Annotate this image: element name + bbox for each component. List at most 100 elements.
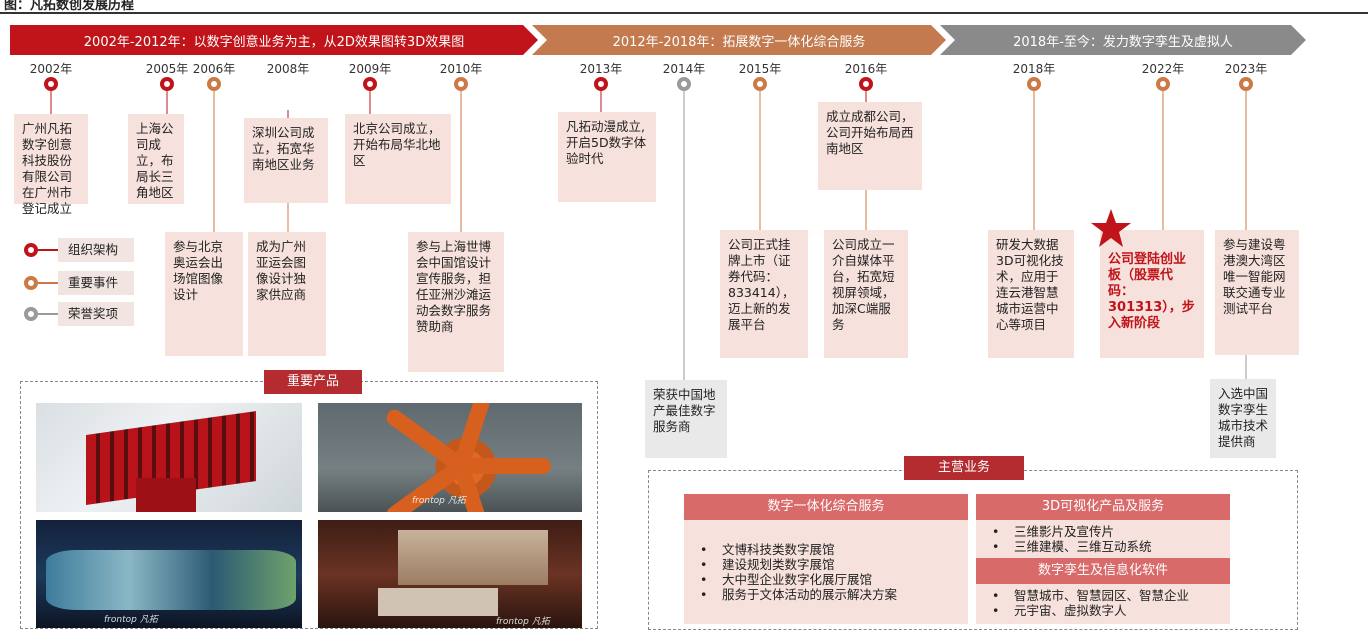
list-item: 建设规划类数字展馆 [694,557,958,572]
connector-line [460,90,462,232]
page-heading: 图：凡拓数创发展历程 [4,0,135,13]
award-marker-icon [24,307,38,321]
year-label-2014: 2014年 [662,62,706,76]
legend-label: 组织架构 [58,238,134,262]
year-label-2013: 2013年 [579,62,623,76]
legend-label: 重要事件 [58,271,134,295]
product-image-screen: frontop 凡拓 [36,520,302,628]
list-item: 文博科技类数字展馆 [694,542,958,557]
screen-shape [46,550,296,610]
event-card-2010: 参与上海世博会中国馆设计宣传服务，担任亚洲沙滩运动会数字服务赞助商 [408,232,504,372]
business-title: 主营业务 [904,456,1024,480]
connector-line [1162,90,1164,230]
legend-label: 荣誉奖项 [58,302,134,326]
legend-item-org: 组织架构 [24,238,134,262]
phase-banner-2: 2012年-2018年：拓展数字一体化综合服务 [532,25,946,55]
year-label-2010: 2010年 [439,62,483,76]
hall-table [378,588,498,616]
event-card-2008-guangzhou: 成为广州亚运会图像设计独家供应商 [248,232,326,356]
event-card-2016-chengdu: 成立成都公司，公司开始布局西南地区 [818,102,922,190]
watermark: frontop 凡拓 [412,496,466,506]
event-marker-icon [454,77,468,91]
product-image-airport: frontop 凡拓 [318,403,582,512]
connector-line [369,90,371,114]
year-label-2015: 2015年 [738,62,782,76]
year-label-2018: 2018年 [1012,62,1056,76]
event-card-2023-gba: 参与建设粤港澳大湾区唯一智能网联交通专业测试平台 [1215,230,1299,355]
event-card-2013: 凡拓动漫成立,开启5D数字体验时代 [558,112,656,202]
event-card-2008-shenzhen: 深圳公司成立，拓宽华南地区业务 [244,118,328,203]
event-marker-icon [207,77,221,91]
event-marker-icon [1027,77,1041,91]
year-label-2008: 2008年 [266,62,310,76]
watermark: frontop 凡拓 [496,617,550,627]
connector-line [287,110,289,118]
event-card-2005: 上海公司成立，布局长三角地区 [128,114,184,204]
phase-banner-3: 2018年-至今：发力数字孪生及虚拟人 [940,25,1306,55]
event-card-2022: 公司登陆创业板（股票代码：301313），步入新阶段 [1100,230,1204,358]
watermark: frontop 凡拓 [104,615,158,625]
award-marker-icon [677,77,691,91]
list-item: 智慧城市、智慧园区、智慧企业 [986,588,1220,603]
airport-arm [461,458,551,474]
event-marker-icon [24,276,38,290]
list-item: 三维建模、三维互动系统 [986,539,1220,554]
connector-line [50,90,52,114]
connector-line [759,90,761,230]
event-card-2023-twin: 入选中国数字孪生城市技术提供商 [1210,379,1276,458]
star-icon [1091,209,1131,247]
year-label-2009: 2009年 [348,62,392,76]
org-marker-icon [44,77,58,91]
year-label-2006: 2006年 [192,62,236,76]
event-marker-icon [753,77,767,91]
pavilion-base [136,478,196,512]
event-marker-icon [1239,77,1253,91]
connector-line [865,190,867,230]
biz-twin-list: 智慧城市、智慧园区、智慧企业 元宇宙、虚拟数字人 [976,584,1230,624]
legend-line [38,249,60,251]
connector-line [865,90,867,102]
org-marker-icon [24,243,38,257]
connector-line [166,90,168,114]
biz-twin-title: 数字孪生及信息化软件 [976,558,1230,584]
connector-line [1245,355,1247,379]
year-label-2002: 2002年 [29,62,73,76]
event-card-2006: 参与北京奥运会出场馆图像设计 [165,232,243,356]
product-image-hall: frontop 凡拓 [318,520,582,628]
event-marker-icon [1156,77,1170,91]
year-label-2023: 2023年 [1224,62,1268,76]
connector-line [1033,90,1035,230]
biz-integrated-list: 文博科技类数字展馆 建设规划类数字展馆 大中型企业数字化展厅展馆 服务于文体活动… [684,520,968,624]
biz-integrated-title: 数字一体化综合服务 [684,494,968,520]
products-title: 重要产品 [264,370,362,394]
biz-viz-title: 3D可视化产品及服务 [976,494,1230,520]
event-card-2016-media: 公司成立一介自媒体平台，拓宽短视屏领域，加深C端服务 [824,230,908,358]
year-label-2005: 2005年 [145,62,189,76]
year-label-2016: 2016年 [844,62,888,76]
legend-line [38,313,60,315]
org-marker-icon [859,77,873,91]
product-image-pavilion [36,403,302,512]
connector-line [1245,90,1247,230]
list-item: 元宇宙、虚拟数字人 [986,603,1220,618]
year-label-2022: 2022年 [1141,62,1185,76]
phase-banner-1: 2002年-2012年：以数字创意业务为主，从2D效果图转3D效果图 [10,25,538,55]
connector-line [287,203,289,235]
connector-line [600,90,602,112]
org-marker-icon [363,77,377,91]
legend-item-event: 重要事件 [24,271,134,295]
connector-line [213,90,215,232]
header-bar: 图：凡拓数创发展历程 [0,0,1368,14]
hall-wall [398,530,548,585]
legend-line [38,282,60,284]
event-card-2018: 研发大数据3D可视化技术，应用于连云港智慧城市运营中心等项目 [988,230,1074,358]
legend-item-award: 荣誉奖项 [24,302,134,326]
list-item: 服务于文体活动的展示解决方案 [694,587,958,602]
list-item: 三维影片及宣传片 [986,524,1220,539]
org-marker-icon [594,77,608,91]
event-card-2015: 公司正式挂牌上市（证券代码：833414），迈上新的发展平台 [720,230,808,358]
biz-viz-list: 三维影片及宣传片 三维建模、三维互动系统 [976,520,1230,558]
event-card-2002: 广州凡拓数字创意科技股份有限公司在广州市登记成立 [14,114,88,216]
event-card-2014: 荣获中国地产最佳数字服务商 [645,380,727,458]
connector-line [683,90,685,380]
